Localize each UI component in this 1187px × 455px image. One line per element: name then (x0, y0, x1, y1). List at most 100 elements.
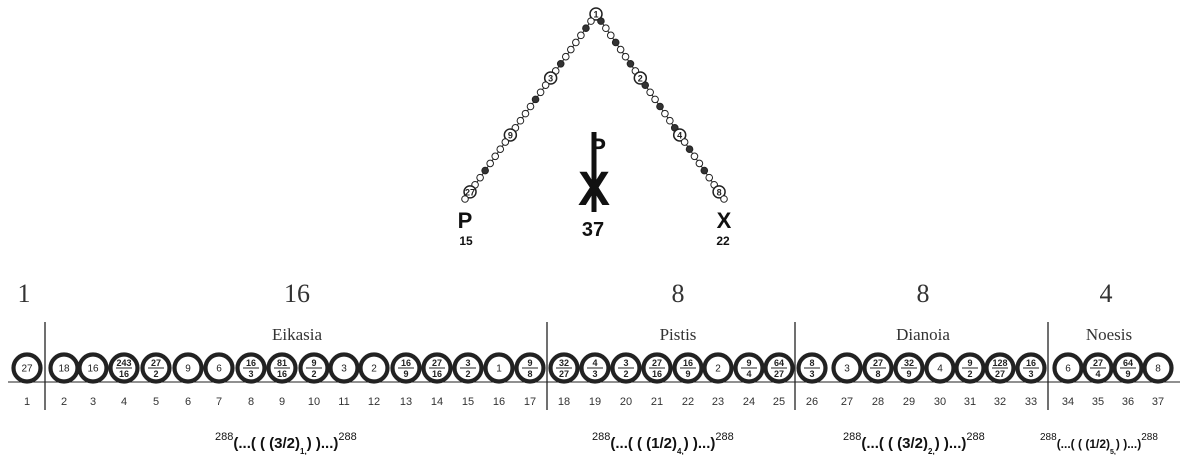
big-node (672, 128, 687, 142)
index-label: 4 (121, 396, 127, 408)
small-bead (606, 31, 615, 40)
sequence-circle: 18 (48, 352, 80, 384)
big-node-label: 4 (677, 130, 682, 140)
apex-node (589, 7, 603, 21)
formula: 288(...( ( (1/2)5,) )...)288 (1040, 432, 1158, 455)
index-label: 19 (589, 396, 601, 408)
fraction-numerator: 3 (465, 358, 470, 368)
formula-sub: 1, (300, 447, 307, 455)
circle-value: 6 (1065, 364, 1071, 375)
index-label: 23 (712, 396, 724, 408)
small-bead (496, 145, 505, 153)
fraction-denominator: 16 (119, 369, 129, 379)
index-label: 11 (338, 396, 349, 408)
index-label: 9 (279, 396, 285, 408)
fraction-numerator: 27 (432, 358, 442, 368)
index-label: 7 (216, 396, 222, 408)
small-bead (541, 81, 550, 89)
sequence-circle: 169 (390, 352, 422, 384)
sequence-circle: 3 (831, 352, 863, 384)
index-label: 20 (620, 396, 632, 408)
small-bead (656, 102, 664, 111)
small-bead (556, 60, 565, 68)
sequence-circle: 1 (483, 352, 515, 384)
sequence-circle: 274 (1082, 352, 1114, 384)
circle-value: 3 (844, 364, 850, 375)
sequence-circle: 27 (11, 352, 43, 384)
circle-value: 2 (715, 364, 721, 375)
circle-value: 18 (58, 364, 70, 375)
sequence-circle: 163 (1015, 352, 1047, 384)
small-bead (611, 38, 620, 47)
fraction-denominator: 16 (277, 369, 287, 379)
sequence-circle: 3 (328, 352, 360, 384)
circle-ring (328, 352, 360, 384)
fraction-numerator: 9 (746, 358, 751, 368)
index-label: 26 (806, 396, 818, 408)
formula-pre: 288 (1040, 432, 1057, 443)
fraction-numerator: 8 (809, 358, 814, 368)
fraction-denominator: 3 (809, 369, 814, 379)
rho-letter: P (590, 134, 606, 161)
fraction-denominator: 8 (527, 369, 532, 379)
small-bead (577, 31, 585, 40)
index-label: 6 (185, 396, 191, 408)
formula-post: ) )...) (1116, 437, 1141, 451)
circle-ring (172, 352, 204, 384)
chi-letter: X (578, 163, 610, 216)
circle-value: 1 (496, 364, 502, 375)
small-bead (526, 102, 535, 111)
index-label: 22 (682, 396, 694, 408)
small-bead (602, 24, 610, 33)
sequence-circle: 329 (893, 352, 925, 384)
small-bead (481, 166, 489, 175)
fraction-denominator: 4 (1095, 369, 1100, 379)
small-bead (516, 116, 525, 125)
formula-post: ) )...) (935, 435, 967, 452)
index-label: 36 (1122, 396, 1134, 408)
sequence-circle: 32 (610, 352, 642, 384)
chi-rho-symbol: PX (578, 132, 610, 216)
index-label: 13 (400, 396, 412, 408)
circle-ring (702, 352, 734, 384)
formula-pre: 288 (843, 431, 861, 443)
small-bead (587, 17, 595, 25)
sequence-circle: 272 (140, 352, 172, 384)
small-bead (705, 173, 714, 182)
fraction-denominator: 3 (1028, 369, 1033, 379)
fraction-numerator: 243 (116, 358, 131, 368)
fraction-denominator: 27 (774, 369, 784, 379)
small-bead (531, 95, 540, 104)
fraction-denominator: 2 (465, 369, 470, 379)
formula-post: ) )...) (307, 435, 339, 452)
small-bead (486, 159, 494, 168)
header-number: 16 (284, 279, 310, 308)
sequence-circle: 4 (924, 352, 956, 384)
fraction-denominator: 2 (967, 369, 972, 379)
small-bead (690, 152, 699, 161)
formula-sup: 288 (338, 431, 356, 443)
small-bead (597, 17, 605, 25)
index-label: 8 (248, 396, 254, 408)
header-number: 1 (18, 279, 31, 308)
fraction-numerator: 81 (277, 358, 287, 368)
formula: 288(...( ( (3/2)1,) )...)288 (215, 431, 357, 455)
index-label: 24 (743, 396, 755, 408)
formula-sub: 5, (1110, 449, 1116, 455)
fraction-denominator: 2 (153, 369, 158, 379)
fraction-numerator: 16 (1026, 358, 1036, 368)
formula-body: (...( ( (3/2) (233, 435, 300, 452)
index-label: 30 (934, 396, 946, 408)
circle-ring (483, 352, 515, 384)
small-bead (561, 52, 570, 61)
fraction-denominator: 27 (559, 369, 569, 379)
sequence-circle: 9 (172, 352, 204, 384)
formula-pre: 288 (215, 431, 233, 443)
small-bead (661, 109, 669, 118)
small-bead (536, 88, 545, 97)
small-bead (680, 138, 689, 146)
big-node-label: 2 (638, 74, 643, 84)
index-label: 14 (431, 396, 443, 408)
